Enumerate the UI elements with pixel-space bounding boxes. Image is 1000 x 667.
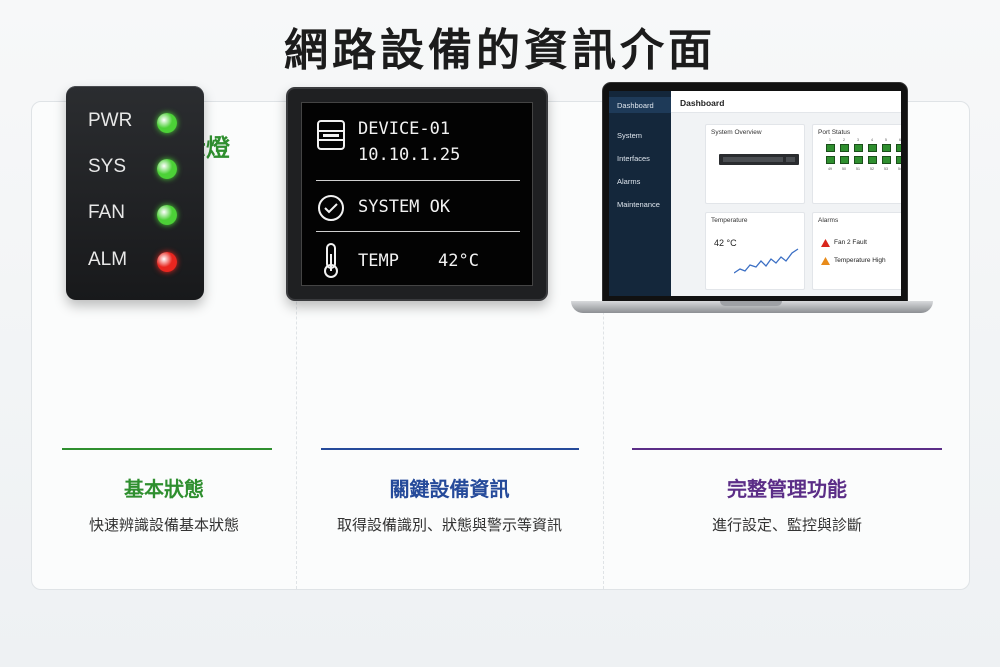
- sidebar-item-maintenance[interactable]: Maintenance: [617, 200, 660, 209]
- local-display-subtitle: 關鍵設備資訊: [389, 477, 510, 501]
- temperature-card[interactable]: Temperature 42 °C: [705, 212, 805, 290]
- port-indicator: [896, 144, 901, 152]
- led-row-alm: ALM: [66, 247, 204, 277]
- port-indicator: [826, 156, 835, 164]
- port-indicator: [868, 144, 877, 152]
- local-display-description: 取得設備識別、狀態與警示等資訊: [336, 516, 562, 534]
- column-divider: [296, 102, 297, 589]
- port-indicator: [826, 144, 835, 152]
- port-number: 5: [885, 138, 887, 142]
- port-indicator: [882, 144, 891, 152]
- system-overview-card[interactable]: System Overview: [705, 124, 805, 204]
- card-title: Alarms: [818, 217, 839, 224]
- management-dashboard: Dashboard System Interfaces Alarms Maint…: [609, 91, 901, 296]
- port-number: 1: [829, 138, 831, 142]
- card-title: Temperature: [711, 217, 748, 224]
- alarm-item: Temperature High: [834, 257, 886, 264]
- card-title: Port Status: [818, 129, 851, 136]
- port-number: 51: [856, 167, 860, 171]
- remote-management-subtitle: 完整管理功能: [727, 477, 847, 501]
- port-number: 2: [843, 138, 845, 142]
- card-title: System Overview: [711, 129, 762, 136]
- lcd-divider: [316, 180, 520, 181]
- port-indicator: [840, 144, 849, 152]
- led-label: FAN: [88, 202, 125, 223]
- sidebar-item-interfaces[interactable]: Interfaces: [617, 154, 650, 163]
- port-number: 4: [871, 138, 873, 142]
- alarms-card[interactable]: Alarms Fan 2 Fault Temperature High: [812, 212, 901, 290]
- temperature-value: 42 °C: [714, 238, 737, 248]
- laptop-base: [571, 301, 933, 313]
- alarm-item: Fan 2 Fault: [834, 239, 867, 246]
- port-number: 6: [899, 138, 901, 142]
- led-label: SYS: [88, 156, 127, 177]
- port-indicator: [882, 156, 891, 164]
- lcd-divider: [316, 231, 520, 232]
- network-switch-icon: [719, 154, 799, 165]
- thermometer-icon: [324, 243, 338, 278]
- port-number: 50: [842, 167, 846, 171]
- led-subtitle: 基本狀態: [124, 477, 204, 501]
- port-number: 52: [870, 167, 874, 171]
- led-indicator-panel: PWR SYS FAN ALM: [66, 86, 204, 300]
- dashboard-header: Dashboard: [671, 91, 901, 113]
- blue-rule: [321, 448, 579, 450]
- led-row-pwr: PWR: [66, 108, 204, 138]
- alarm-critical-icon: [821, 239, 830, 247]
- lcd-display: DEVICE-01 10.10.1.25 SYSTEM OK TEMP 42°C: [286, 87, 548, 301]
- dashboard-header-title: Dashboard: [680, 98, 725, 108]
- led-description: 快速辨識設備基本狀態: [88, 516, 239, 534]
- check-circle-icon: [318, 195, 344, 221]
- lcd-screen: DEVICE-01 10.10.1.25 SYSTEM OK TEMP 42°C: [301, 102, 533, 286]
- red-led-icon: [157, 252, 177, 272]
- sidebar-active-highlight: [609, 97, 671, 113]
- sidebar-item-system[interactable]: System: [617, 131, 643, 140]
- port-number: 3: [857, 138, 859, 142]
- led-row-fan: FAN: [66, 200, 204, 230]
- led-label: ALM: [88, 249, 128, 270]
- port-number: 53: [884, 167, 888, 171]
- remote-management-description: 進行設定、監控與診斷: [711, 516, 862, 534]
- temperature-sparkline: [734, 248, 799, 274]
- lcd-temp-value: 42°C: [438, 251, 479, 271]
- port-number: 49: [828, 167, 832, 171]
- port-indicator: [854, 156, 863, 164]
- dashboard-sidebar: Dashboard System Interfaces Alarms Maint…: [609, 91, 671, 296]
- lcd-ip-address: 10.10.1.25: [358, 145, 461, 165]
- lcd-device-name: DEVICE-01: [358, 119, 451, 139]
- lcd-system-status: SYSTEM OK: [358, 197, 451, 217]
- green-led-icon: [157, 159, 177, 179]
- server-icon: [317, 120, 345, 150]
- lcd-temp-label: TEMP: [358, 251, 399, 271]
- laptop-notch: [720, 301, 782, 306]
- alarm-warning-icon: [821, 257, 830, 265]
- port-number: 54: [898, 167, 901, 171]
- sidebar-item-dashboard[interactable]: Dashboard: [617, 101, 654, 110]
- green-led-icon: [157, 113, 177, 133]
- led-row-sys: SYS: [66, 154, 204, 184]
- port-status-card[interactable]: Port Status 1 49 2 50 3 51 4 52 5 53 6 54: [812, 124, 901, 204]
- purple-rule: [632, 448, 942, 450]
- column-divider: [603, 102, 604, 589]
- sidebar-item-alarms[interactable]: Alarms: [617, 177, 641, 186]
- page-title: 網路設備的資訊介面: [284, 25, 716, 76]
- port-indicator: [868, 156, 877, 164]
- port-indicator: [840, 156, 849, 164]
- green-led-icon: [157, 205, 177, 225]
- port-indicator: [896, 156, 901, 164]
- led-label: PWR: [88, 110, 133, 131]
- port-indicator: [854, 144, 863, 152]
- green-rule: [62, 448, 272, 450]
